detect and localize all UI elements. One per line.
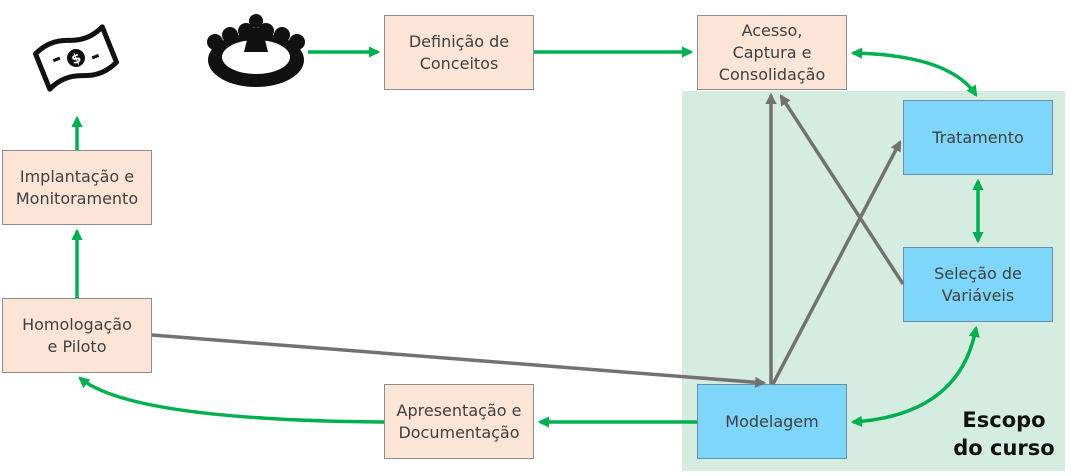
arrow-modelagem-to-tratamento <box>771 140 902 385</box>
money-icon: $ <box>33 24 119 92</box>
node-acesso-captura: Acesso, Captura e Consolidação <box>697 15 847 90</box>
arrow-selecao-to-acesso <box>779 94 905 285</box>
node-selecao-variaveis: Seleção de Variáveis <box>903 247 1053 322</box>
node-tratamento: Tratamento <box>903 100 1053 175</box>
arrow-apresentacao-to-homologacao <box>78 376 385 424</box>
arrow-selecao-modelagem <box>850 325 980 427</box>
scope-label: Escopo do curso <box>953 408 1055 460</box>
node-definicao-conceitos: Definição de Conceitos <box>384 15 534 90</box>
node-modelagem: Modelagem <box>697 384 847 459</box>
arrow-homologacao-to-modelagem <box>151 333 767 388</box>
node-apresentacao-documentacao: Apresentação e Documentação <box>384 384 534 459</box>
node-implantacao-monitoramento: Implantação e Monitoramento <box>2 150 152 225</box>
node-homologacao-piloto: Homologação e Piloto <box>2 298 152 373</box>
arrow-acesso-tratamento <box>850 47 978 97</box>
meeting-people-icon <box>207 14 305 87</box>
